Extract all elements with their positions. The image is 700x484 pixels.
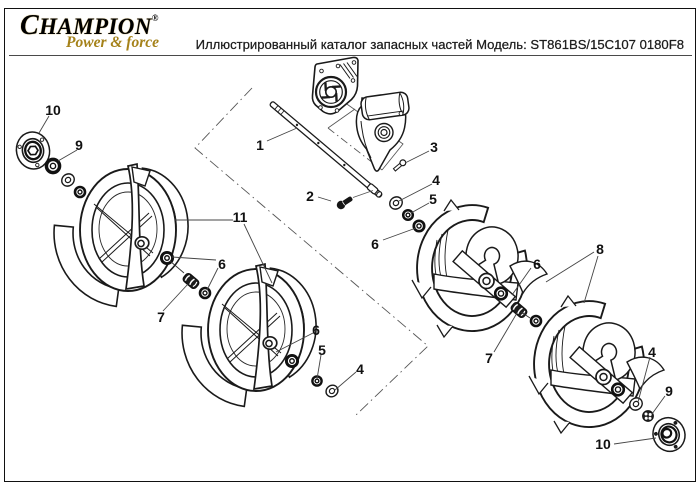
svg-text:6: 6 <box>218 256 226 272</box>
svg-text:7: 7 <box>157 309 165 325</box>
svg-text:10: 10 <box>45 102 61 118</box>
svg-text:8: 8 <box>596 241 604 257</box>
svg-text:4: 4 <box>432 172 440 188</box>
svg-text:6: 6 <box>312 322 320 338</box>
svg-text:5: 5 <box>318 342 326 358</box>
svg-text:7: 7 <box>485 350 493 366</box>
svg-text:11: 11 <box>233 209 248 225</box>
svg-text:9: 9 <box>75 137 83 153</box>
svg-text:4: 4 <box>648 344 656 360</box>
svg-text:6: 6 <box>533 256 541 272</box>
svg-text:2: 2 <box>306 188 314 204</box>
svg-text:4: 4 <box>356 361 364 377</box>
svg-text:3: 3 <box>430 139 438 155</box>
svg-text:9: 9 <box>665 383 673 399</box>
svg-text:10: 10 <box>595 436 611 452</box>
svg-text:5: 5 <box>429 191 437 207</box>
svg-text:1: 1 <box>256 137 264 153</box>
svg-text:6: 6 <box>371 236 379 252</box>
